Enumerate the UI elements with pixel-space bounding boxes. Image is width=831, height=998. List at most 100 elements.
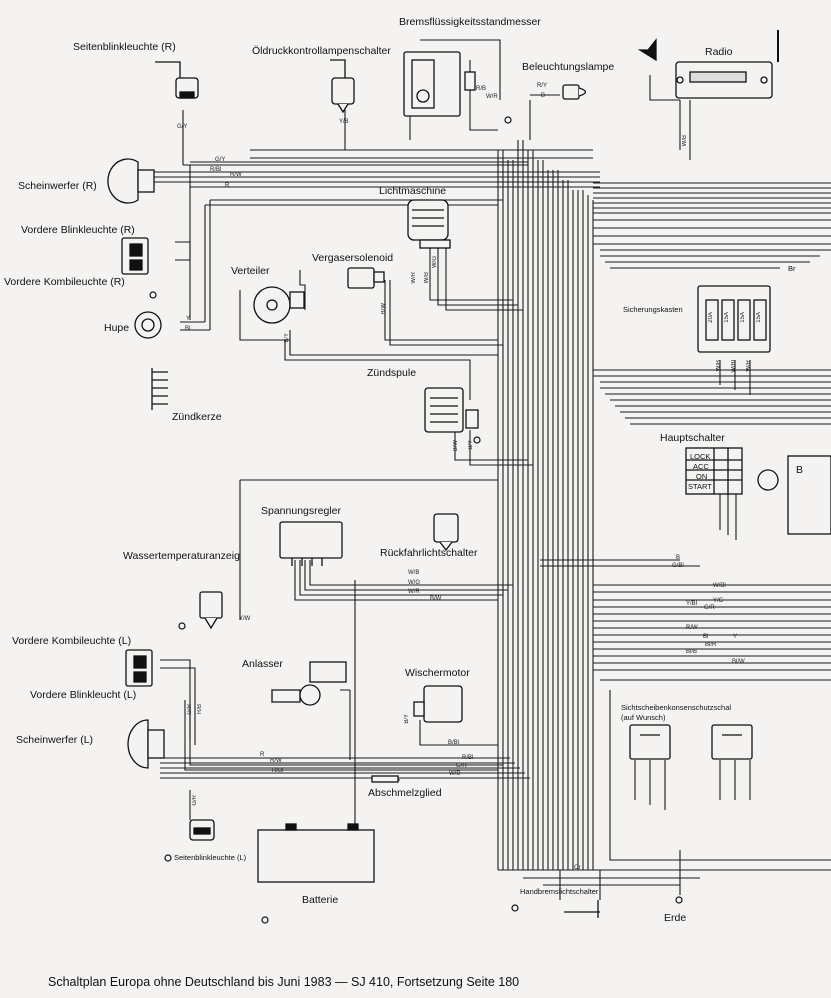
ignition-wiring — [284, 245, 533, 466]
main-harness-verticals — [497, 140, 594, 870]
wire-code: W/B — [424, 272, 430, 284]
label-b-right: B — [796, 464, 804, 476]
radio-unit — [637, 30, 779, 99]
wire-code: G/R — [192, 795, 198, 806]
fusible-link — [371, 775, 399, 783]
label-alternator: Lichtmaschine — [379, 185, 447, 197]
fuse-rating: 15A — [756, 312, 762, 323]
wire-code: R/W — [270, 758, 282, 764]
label-fusible-link: Abschmelzglied — [368, 787, 442, 799]
ignition-coil — [424, 387, 479, 433]
left-harness — [160, 110, 528, 356]
label-brake-fluid-sensor: Bremsflüssigkeitsstandmesser — [399, 16, 541, 28]
label-battery: Batterie — [302, 894, 339, 906]
label-wiper-motor: Wischermotor — [405, 667, 470, 679]
wire-code: W/R — [411, 272, 417, 284]
label-water-temp: Wassertemperaturanzeig — [123, 550, 240, 562]
label-illumination-lamp: Beleuchtungslampe — [522, 61, 615, 73]
distributor — [253, 286, 305, 324]
wiper-motor — [413, 685, 463, 723]
wire-code: W/G — [408, 580, 420, 586]
wire-code: B/W — [453, 440, 459, 452]
label-front-combi-left: Vordere Kombileuchte (L) — [12, 635, 132, 647]
wire-code: W/Bl — [713, 583, 726, 589]
alternator — [407, 199, 451, 249]
wire-code: Bl/W — [732, 659, 745, 665]
headlamp-left — [127, 719, 165, 769]
switch-position-lock: LOCK — [690, 452, 711, 461]
reverse-light-switch — [433, 513, 459, 552]
label-spark-plugs: Zündkerze — [172, 411, 222, 423]
label-side-blinker-right: Seitenblinkleuchte (R) — [73, 41, 176, 53]
switch-position-acc: ACC — [693, 462, 709, 471]
label-reverse-switch: Rückfahrlichtschalter — [380, 547, 478, 559]
label-headlamp-left: Scheinwerfer (L) — [16, 734, 94, 746]
switch-position-on: ON — [696, 472, 708, 481]
wire-code: B — [676, 555, 681, 561]
right-harness — [540, 249, 831, 861]
label-ignition-coil: Zündspule — [367, 367, 417, 379]
illumination-lamp — [562, 84, 587, 100]
wire-code: Bl/B — [686, 649, 698, 655]
fuse-rating: 20A — [708, 312, 714, 323]
battery — [257, 823, 375, 883]
wire-code: W/G — [432, 256, 438, 268]
ignition-switch — [685, 447, 831, 535]
wire-code: R/W — [230, 172, 242, 178]
wire-code: Bl — [185, 326, 191, 332]
horn — [134, 311, 162, 339]
wire-code: Y/G — [713, 598, 724, 604]
wire-code: W/B — [682, 135, 688, 147]
fuse-rating: 15A — [740, 312, 746, 323]
wire-code: B/Y — [404, 714, 410, 724]
wire-code: W/B — [716, 360, 722, 372]
wire-code: R/W — [686, 625, 698, 631]
side-blinker-left — [189, 819, 215, 841]
wire-code: G/Y — [215, 157, 226, 163]
label-oil-pressure-switch: Öldruckkontrollampenschalter — [252, 45, 391, 57]
headlamp-right — [107, 158, 155, 204]
label-side-blinker-left: Seitenblinkleuchte (L) — [174, 853, 247, 862]
lower-left-wiring — [160, 479, 530, 830]
wire-code: B/W — [430, 596, 442, 602]
ground-symbols — [149, 116, 683, 924]
wire-code: W/R — [746, 360, 752, 372]
label-front-blinker-left: Vordere Blinkleucht (L) — [30, 689, 137, 701]
brake-fluid-sensor — [403, 51, 476, 117]
label-front-combi-right: Vordere Kombileuchte (R) — [4, 276, 125, 288]
label-starter: Anlasser — [242, 658, 283, 670]
wire-code: G/Y — [177, 124, 188, 130]
wire-code: G/R — [456, 763, 467, 769]
wire-code: Bl/R — [705, 642, 717, 648]
label-fuse-box: Sicherungskasten — [623, 305, 683, 314]
carburetor-solenoid — [347, 267, 385, 289]
wire-code: G/R — [187, 704, 193, 715]
handbrake-switch — [564, 900, 600, 918]
defogger-switches — [629, 724, 753, 760]
label-handbrake-switch: Handbremslichtschalter — [520, 887, 599, 896]
wire-code: W/R — [408, 589, 420, 595]
wire-code: Bl — [703, 634, 709, 640]
label-optional: (auf Wunsch) — [621, 713, 666, 722]
wire-code: Y — [186, 316, 191, 322]
wire-code: R/Bl — [462, 755, 474, 761]
label-voltage-regulator: Spannungsregler — [261, 505, 341, 517]
wire-code: Y — [733, 634, 738, 640]
wire-code: W/R — [486, 94, 498, 100]
wire-code: Y/B — [339, 119, 349, 125]
bottom-wiring — [380, 760, 831, 900]
label-headlamp-right: Scheinwerfer (R) — [18, 180, 97, 192]
label-carburetor-solenoid: Vergasersolenoid — [312, 252, 394, 264]
label-br: Br — [788, 264, 796, 273]
label-horn: Hupe — [104, 322, 130, 334]
wire-code: W/Bl — [731, 360, 737, 373]
front-combi-lamp-left — [125, 649, 153, 687]
starter-motor — [271, 661, 347, 706]
wire-code: B — [541, 93, 546, 99]
wire-code: Y/Bl — [686, 601, 698, 607]
fuse-box — [697, 285, 771, 353]
wire-code: B/Y — [468, 440, 474, 450]
wire-code: G/Bl — [672, 563, 684, 569]
wire-code: R/B — [476, 86, 487, 92]
